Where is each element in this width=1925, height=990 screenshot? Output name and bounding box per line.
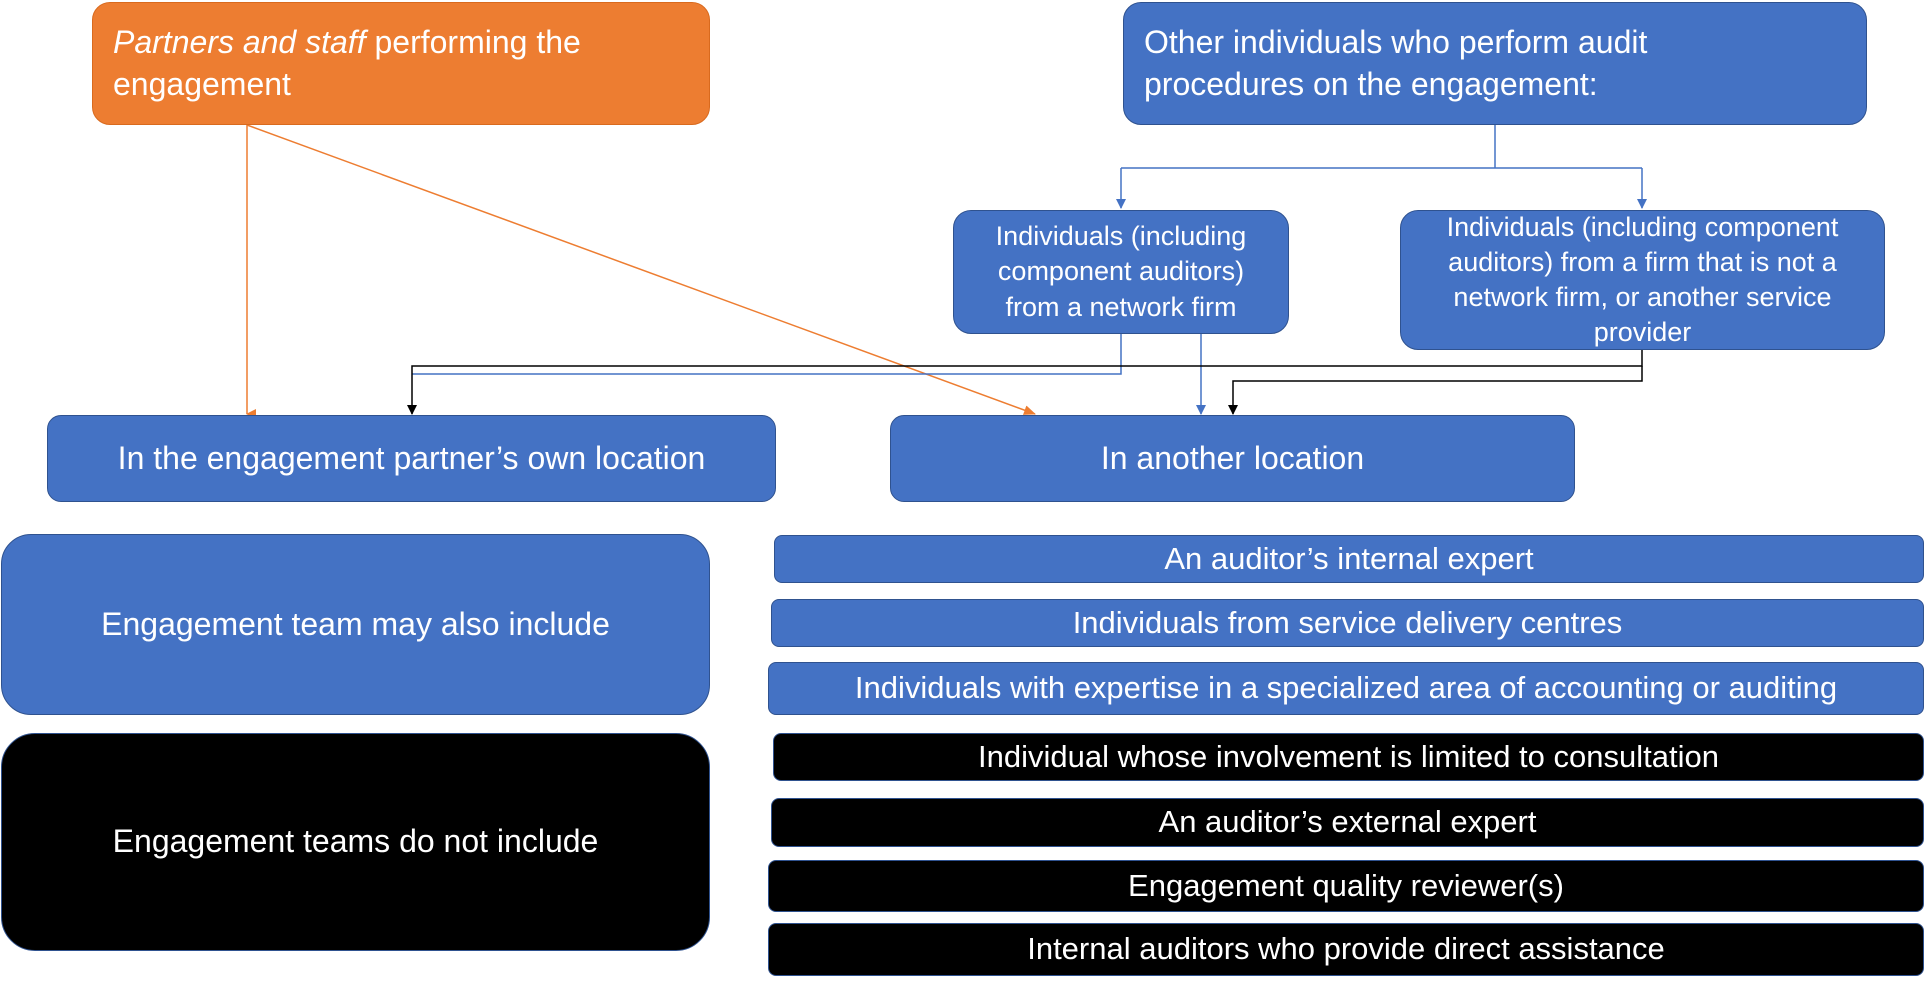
may-include-heading: Engagement team may also include — [101, 605, 610, 642]
partners-staff-italic: Partners and staff — [113, 23, 366, 60]
not-include-item-text: Internal auditors who provide direct ass… — [1027, 931, 1665, 967]
non-network-firm-text: Individuals (including component auditor… — [1446, 211, 1839, 348]
link-non-network-to-own — [407, 349, 1643, 415]
network-firm-box: Individuals (including component auditor… — [953, 210, 1289, 334]
may-include-item-text: Individuals with expertise in a speciali… — [854, 670, 1838, 706]
link-network-to-own — [412, 333, 1122, 375]
arrow-partners-to-another — [246, 124, 1036, 415]
not-include-heading: Engagement teams do not include — [112, 823, 599, 860]
not-include-item: An auditor’s external expert — [771, 798, 1924, 847]
network-firm-text: Individuals (including component auditor… — [995, 221, 1247, 322]
not-include-heading-box: Engagement teams do not include — [1, 733, 710, 951]
may-include-item: Individuals with expertise in a speciali… — [768, 662, 1924, 715]
non-network-firm-box: Individuals (including component auditor… — [1400, 210, 1885, 350]
partners-staff-rest: performing the engagement — [113, 23, 581, 102]
another-location-text: In another location — [1100, 439, 1365, 476]
not-include-item: Individual whose involvement is limited … — [773, 733, 1924, 781]
not-include-item-text: Engagement quality reviewer(s) — [1128, 867, 1564, 903]
other-individuals-text: Other individuals who perform audit proc… — [1144, 23, 1648, 102]
own-location-text: In the engagement partner’s own location — [117, 439, 706, 476]
another-location-box: In another location — [890, 415, 1575, 502]
partners-staff-box: Partners and staff performing the engage… — [92, 2, 710, 125]
may-include-item-text: An auditor’s internal expert — [1164, 540, 1534, 576]
may-include-item-text: Individuals from service delivery centre… — [1072, 604, 1623, 640]
own-location-box: In the engagement partner’s own location — [47, 415, 776, 502]
not-include-item-text: Individual whose involvement is limited … — [978, 738, 1719, 774]
not-include-item: Internal auditors who provide direct ass… — [768, 923, 1924, 976]
may-include-item: An auditor’s internal expert — [774, 535, 1924, 583]
may-include-heading-box: Engagement team may also include — [1, 534, 710, 715]
other-individuals-box: Other individuals who perform audit proc… — [1123, 2, 1867, 125]
link-non-network-to-another — [1228, 366, 1643, 415]
not-include-item-text: An auditor’s external expert — [1158, 804, 1537, 840]
not-include-item: Engagement quality reviewer(s) — [768, 860, 1924, 912]
may-include-item: Individuals from service delivery centre… — [771, 599, 1924, 647]
partners-staff-text: Partners and staff performing the engage… — [113, 22, 669, 105]
